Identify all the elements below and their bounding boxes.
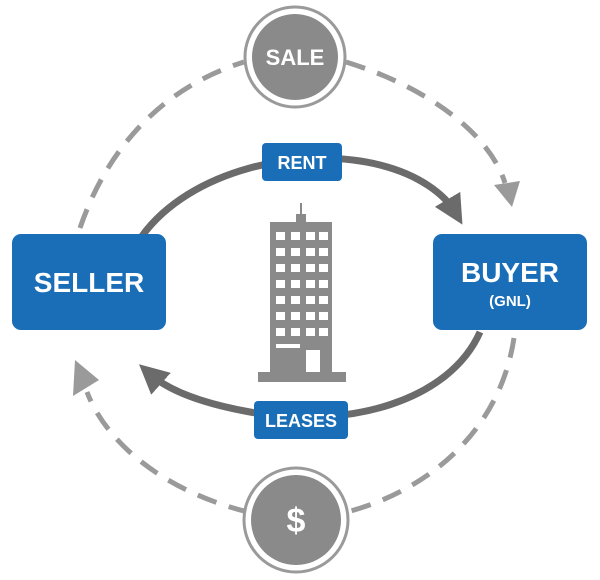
seller-node: SELLER: [12, 234, 166, 330]
dollar-label: $: [287, 502, 306, 540]
rent-label: RENT: [278, 153, 327, 173]
rent-flow-arrow: [139, 154, 463, 239]
dashed-arrowhead-right: [494, 181, 520, 207]
rent-flow-label: RENT: [262, 143, 342, 181]
dashed-arc-buyer-to-dollar: [346, 337, 517, 515]
leases-flow-label: LEASES: [254, 401, 348, 439]
dashed-arc-dollar-to-seller: [84, 391, 249, 515]
leases-label: LEASES: [265, 411, 337, 431]
buyer-node: BUYER (GNL): [433, 234, 587, 330]
sale-node: SALE: [243, 5, 347, 109]
sale-label: SALE: [266, 45, 325, 70]
dashed-arrowhead-left: [73, 360, 99, 396]
buyer-label: BUYER: [461, 257, 559, 288]
seller-label: SELLER: [34, 267, 144, 298]
outer-dashed-cycle: [73, 59, 520, 515]
dashed-arc-sale-to-buyer: [345, 59, 508, 184]
buyer-sublabel: (GNL): [489, 293, 531, 310]
dollar-node: $: [242, 466, 350, 574]
dashed-arc-seller-to-sale: [77, 59, 245, 229]
office-building-icon: [258, 203, 346, 382]
